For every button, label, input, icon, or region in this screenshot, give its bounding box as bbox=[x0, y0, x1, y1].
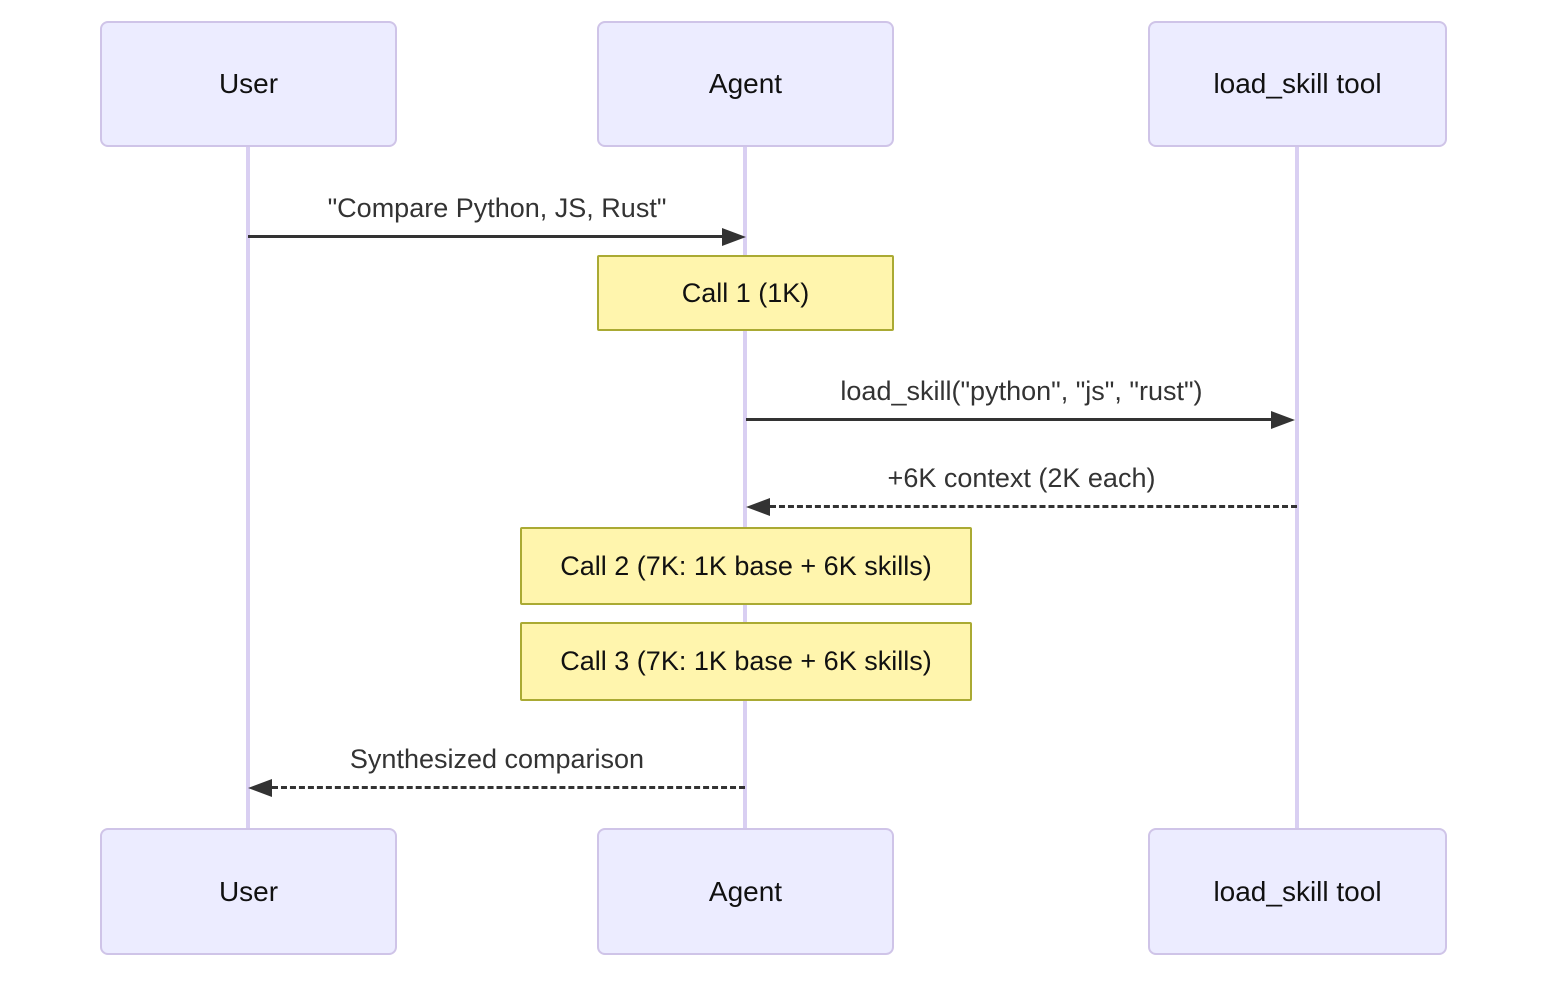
actor-agent-bottom: Agent bbox=[597, 828, 894, 955]
actor-user-top: User bbox=[100, 21, 397, 147]
actor-user-bottom: User bbox=[100, 828, 397, 955]
arrowhead-right-icon bbox=[722, 228, 746, 246]
actor-load-skill-tool-bottom: load_skill tool bbox=[1148, 828, 1447, 955]
lifeline-agent bbox=[743, 147, 747, 828]
lifeline-load-skill-tool bbox=[1295, 147, 1299, 828]
actor-load-skill-tool-top: load_skill tool bbox=[1148, 21, 1447, 147]
note-call-1: Call 1 (1K) bbox=[597, 255, 894, 331]
actor-agent-top: Agent bbox=[597, 21, 894, 147]
message-agent-to-tool-label: load_skill("python", "js", "rust") bbox=[840, 376, 1203, 406]
lifeline-user bbox=[246, 147, 250, 828]
note-call-2: Call 2 (7K: 1K base + 6K skills) bbox=[520, 527, 972, 605]
message-user-to-agent-label: "Compare Python, JS, Rust" bbox=[327, 193, 667, 223]
message-agent-to-user-arrow-line bbox=[272, 786, 745, 789]
message-agent-to-tool-arrow-line bbox=[746, 418, 1273, 421]
arrowhead-left-icon bbox=[248, 779, 272, 797]
arrowhead-left-icon bbox=[746, 498, 770, 516]
message-tool-to-agent-arrow-line bbox=[770, 505, 1297, 508]
message-tool-to-agent-label: +6K context (2K each) bbox=[887, 463, 1156, 493]
arrowhead-right-icon bbox=[1271, 411, 1295, 429]
message-user-to-agent-arrow-line bbox=[248, 235, 724, 238]
message-agent-to-user-label: Synthesized comparison bbox=[349, 744, 645, 774]
note-call-3: Call 3 (7K: 1K base + 6K skills) bbox=[520, 622, 972, 701]
